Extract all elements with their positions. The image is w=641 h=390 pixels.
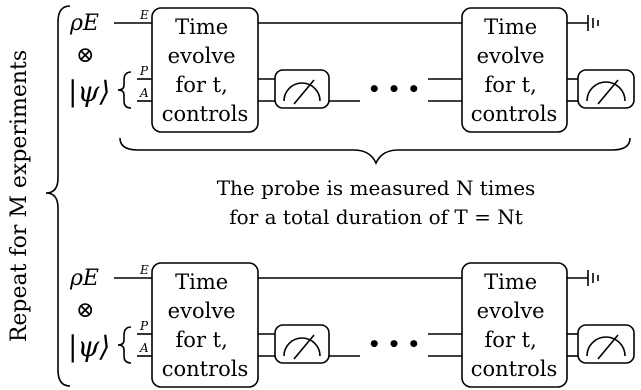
gate-line: controls — [471, 102, 558, 126]
tensor-symbol: ⊗ — [76, 298, 94, 323]
ellipsis: • • • — [368, 332, 420, 356]
gate-line: for t, — [176, 73, 228, 97]
gate-line: for t, — [485, 73, 537, 97]
time-evolve-gate-2 — [461, 7, 568, 133]
probe-wire-label: P — [139, 319, 149, 333]
state-brace — [117, 326, 132, 364]
gate-line: controls — [471, 357, 558, 381]
measurement-meter-icon — [577, 324, 635, 364]
probe-wire-label: P — [139, 64, 149, 78]
note-line-2: for a total duration of T = Nt — [229, 205, 522, 229]
gate-line: evolve — [168, 299, 236, 323]
ancilla-wire-label: A — [139, 341, 149, 355]
time-evolve-gate-1 — [151, 262, 259, 388]
time-evolve-gate-1 — [151, 7, 259, 133]
env-wire-label: E — [139, 8, 149, 22]
psi-state-label: |ψ⟩ — [68, 75, 110, 108]
circuit-top: ρE ⊗ |ψ⟩ E P A Time evolve for t, contro… — [68, 7, 635, 133]
note-line-1: The probe is measured N times — [217, 176, 536, 200]
gate-line: Time — [484, 15, 537, 39]
gate-line: evolve — [477, 44, 545, 68]
gate-line: controls — [162, 357, 249, 381]
env-wire-label: E — [139, 263, 149, 277]
measurement-meter-icon — [577, 69, 635, 109]
ground-icon — [567, 270, 599, 286]
gate-text-2: Time evolve for t, controls — [471, 270, 558, 381]
gate-line: Time — [484, 270, 537, 294]
time-evolve-gate-2 — [461, 262, 568, 388]
rho-env-label: ρE — [69, 11, 99, 36]
gate-line: Time — [175, 15, 228, 39]
gate-line: controls — [162, 102, 249, 126]
tensor-symbol: ⊗ — [76, 43, 94, 68]
gate-line: Time — [175, 270, 228, 294]
under-brace — [119, 137, 631, 165]
gate-line: evolve — [168, 44, 236, 68]
repeat-label: Repeat for M experiments — [7, 50, 32, 342]
gate-text-1: Time evolve for t, controls — [162, 15, 249, 126]
gate-text-2: Time evolve for t, controls — [471, 15, 558, 126]
circuit-bottom: ρE ⊗ |ψ⟩ E P A Time evolve for t, contro… — [68, 262, 635, 388]
gate-text-1: Time evolve for t, controls — [162, 270, 249, 381]
psi-state-label: |ψ⟩ — [68, 330, 110, 363]
measurement-meter-icon — [274, 324, 330, 364]
ancilla-wire-label: A — [139, 86, 149, 100]
rho-env-label: ρE — [69, 266, 99, 291]
gate-line: for t, — [176, 328, 228, 352]
ground-icon — [567, 15, 599, 31]
repeat-brace — [45, 5, 71, 387]
state-brace — [117, 71, 132, 109]
gate-line: evolve — [477, 299, 545, 323]
gate-line: for t, — [485, 328, 537, 352]
measurement-meter-icon — [274, 69, 330, 109]
ellipsis: • • • — [368, 77, 420, 101]
